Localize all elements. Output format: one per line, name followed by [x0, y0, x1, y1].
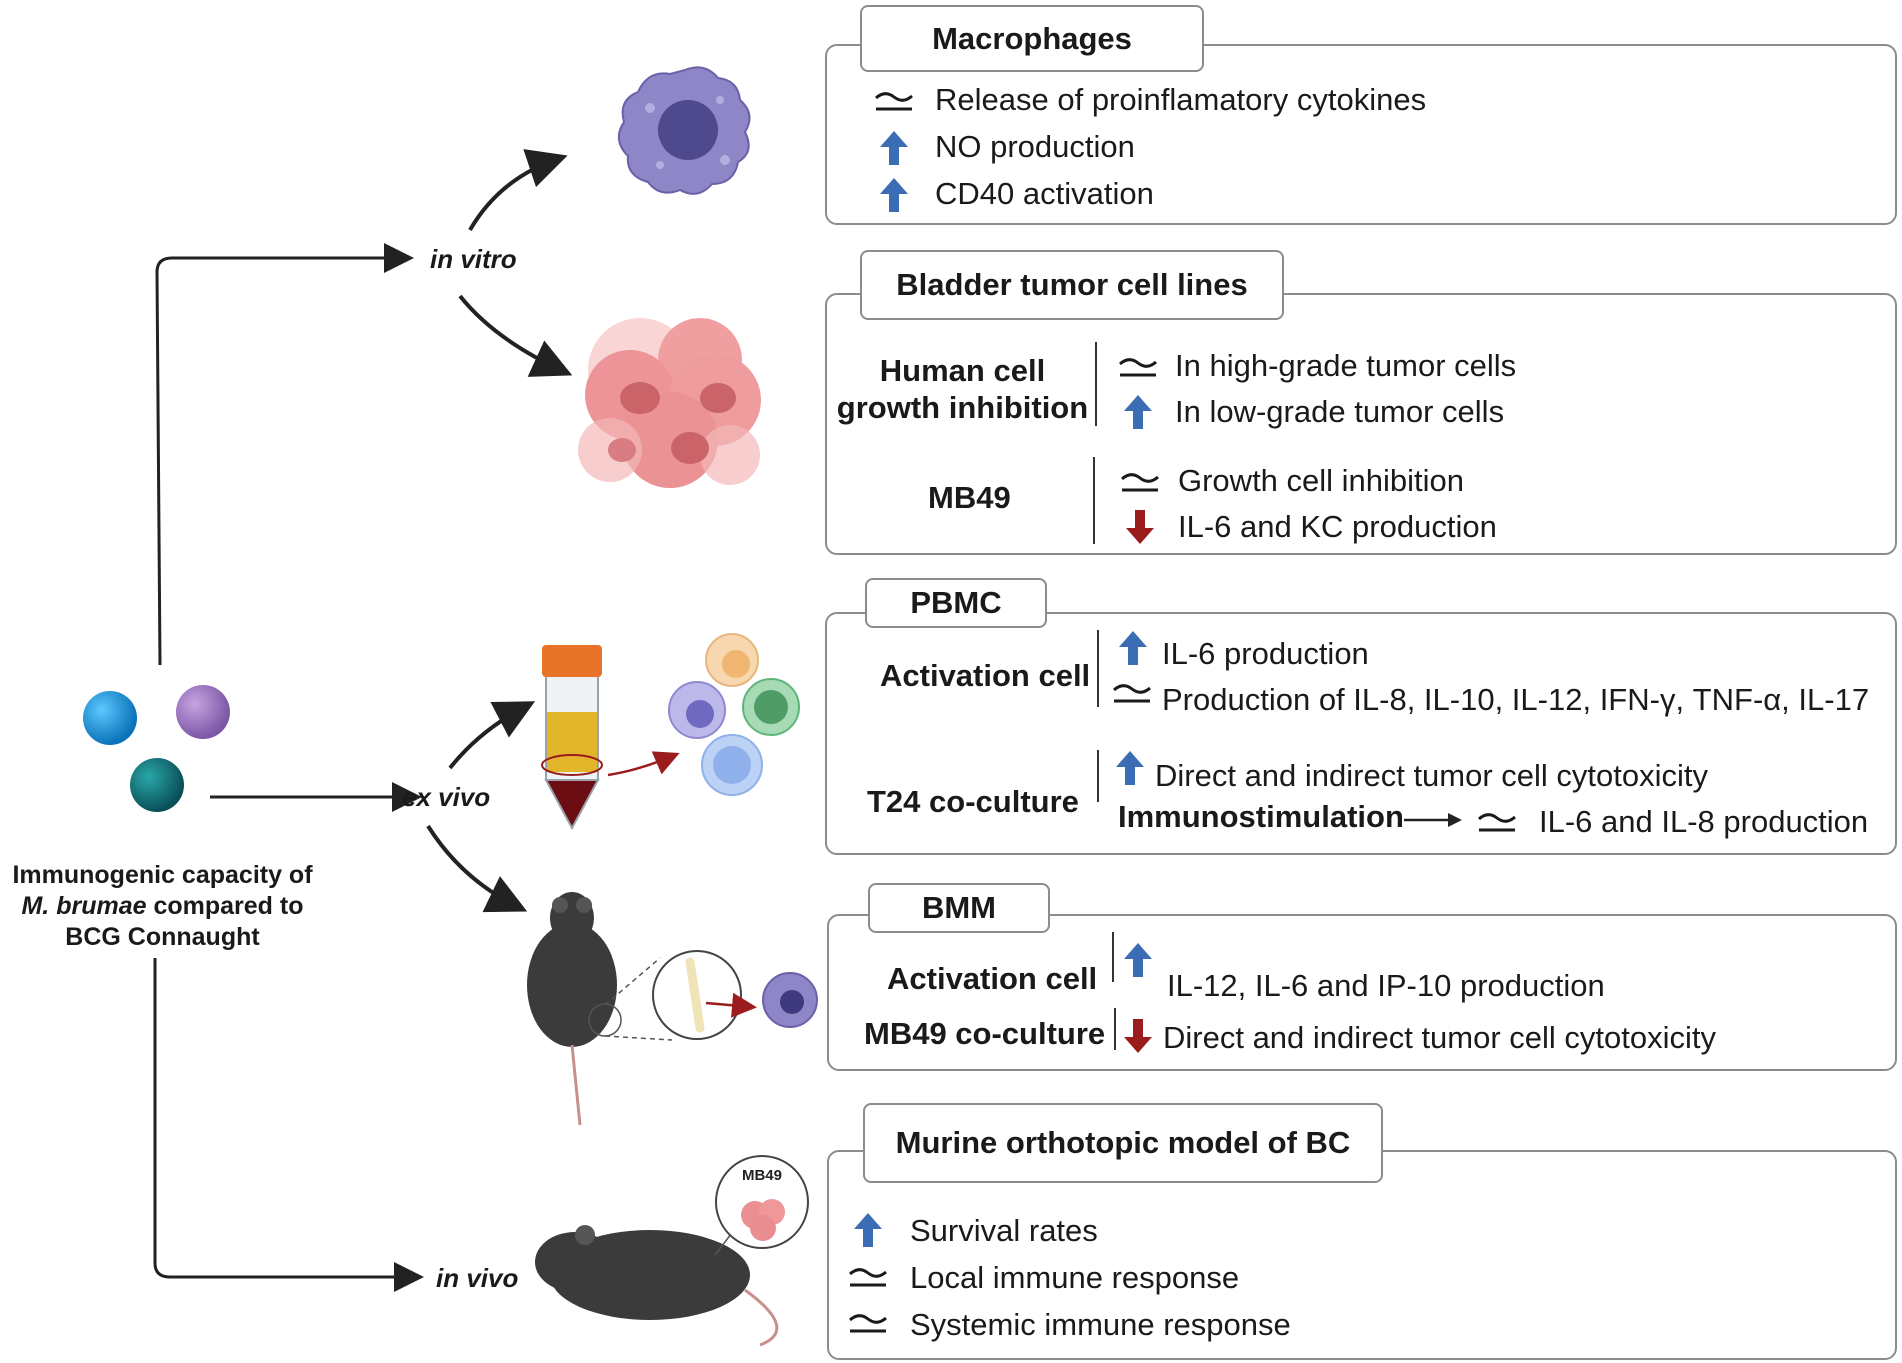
- approx-icon: [1112, 674, 1152, 714]
- bacteria-spheres: [83, 685, 230, 812]
- approx-icon: [1477, 803, 1517, 843]
- mouse-bmm-illustration: [527, 892, 818, 1126]
- approx-icon: [848, 1304, 888, 1344]
- tube-to-pbmc-arrow: [607, 751, 680, 777]
- bmm-panel: [827, 914, 1897, 1071]
- bladder-mb49-item-2: IL-6 and KC production: [1178, 509, 1497, 544]
- murine-item-1: Survival rates: [910, 1213, 1098, 1248]
- up-arrow-icon: [1113, 628, 1153, 668]
- line-to-in-vivo: [153, 958, 424, 1292]
- bladder-divider-2: [1093, 457, 1095, 544]
- arrow-to-blood-tube: [448, 701, 536, 770]
- pbmc-divider-2: [1097, 750, 1099, 802]
- species-name: M. brumae: [21, 892, 147, 920]
- approx-icon: [848, 1258, 888, 1298]
- source-label: Immunogenic capacity of M. brumae compar…: [0, 860, 325, 953]
- pbmc-t24-item-up: Direct and indirect tumor cell cytotoxic…: [1155, 758, 1709, 793]
- mouse-invivo-illustration: MB49: [535, 1155, 809, 1347]
- arrow-to-mouse: [426, 824, 528, 913]
- bladder-divider-1: [1095, 342, 1097, 426]
- pbmc-immunostimulation: Immunostimulation: [1118, 799, 1404, 834]
- approx-icon: [1120, 463, 1160, 503]
- bmm-title: BMM: [868, 883, 1050, 933]
- pbmc-title: PBMC: [865, 578, 1047, 628]
- route-in-vitro: in vitro: [430, 244, 517, 274]
- down-arrow-icon: [1118, 1016, 1158, 1056]
- approx-icon: [874, 82, 914, 122]
- bladder-panel: [825, 293, 1897, 555]
- murine-item-2: Local immune response: [910, 1260, 1240, 1295]
- arrow-to-tumor: [458, 294, 573, 377]
- tumor-cells-illustration: [578, 318, 761, 488]
- bacteria-purple-icon: [176, 685, 230, 739]
- route-ex-vivo: ex vivo: [402, 782, 491, 812]
- human-growth-label-line1: Human cell: [879, 353, 1046, 388]
- up-arrow-icon: [1118, 940, 1158, 980]
- bmm-activation-item: IL-12, IL-6 and IP-10 production: [1167, 968, 1605, 1003]
- bladder-title: Bladder tumor cell lines: [860, 250, 1284, 320]
- macrophages-item-2: NO production: [935, 129, 1135, 164]
- murine-title: Murine orthotopic model of BC: [863, 1103, 1383, 1183]
- pbmc-panel: [825, 612, 1897, 855]
- bmm-mb49-label: MB49 co-culture: [864, 1016, 1106, 1051]
- macrophages-item-1: Release of proinflamatory cytokines: [935, 82, 1427, 117]
- human-growth-label-line2: growth inhibition: [836, 390, 1089, 425]
- macrophage-illustration: [617, 66, 751, 195]
- bone-to-bmm-arrow: [705, 992, 757, 1018]
- pbmc-divider-1: [1097, 630, 1099, 707]
- macrophages-panel: [825, 44, 1897, 225]
- up-arrow-icon: [874, 128, 914, 168]
- route-in-vivo: in vivo: [436, 1263, 519, 1293]
- mb49-tag: MB49: [742, 1167, 782, 1184]
- bmm-activation-label: Activation cell: [887, 961, 1098, 996]
- bmm-divider-1: [1112, 932, 1114, 982]
- pbmc-t24-item-approx: IL-6 and IL-8 production: [1539, 804, 1869, 839]
- approx-icon: [1118, 348, 1158, 388]
- immunostimulation-arrow-icon: [1404, 813, 1462, 827]
- source-label-line3: BCG Connaught: [65, 923, 260, 951]
- flow-lines: [153, 149, 573, 1292]
- pbmc-cells-illustration: [668, 633, 800, 796]
- source-label-line2: M. brumae compared to: [0, 891, 325, 922]
- pbmc-activation-label: Activation cell: [880, 658, 1091, 693]
- up-arrow-icon: [1110, 748, 1150, 788]
- up-arrow-icon: [848, 1210, 888, 1250]
- up-arrow-icon: [874, 175, 914, 215]
- line-to-in-vitro: [155, 243, 414, 666]
- down-arrow-icon: [1120, 507, 1160, 547]
- bacteria-blue-icon: [83, 691, 137, 745]
- human-growth-label: Human cell growth inhibition: [835, 352, 1090, 426]
- bacteria-teal-icon: [130, 758, 184, 812]
- up-arrow-icon: [1118, 392, 1158, 432]
- macrophages-title: Macrophages: [860, 5, 1204, 72]
- murine-item-3: Systemic immune response: [910, 1307, 1291, 1342]
- source-label-line1: Immunogenic capacity of: [12, 861, 313, 889]
- bmm-divider-2: [1114, 1008, 1116, 1050]
- arrow-to-macrophage: [468, 149, 568, 232]
- pbmc-t24-label: T24 co-culture: [867, 784, 1079, 819]
- source-label-line2-rest: compared to: [146, 892, 304, 920]
- pbmc-activation-item-1: IL-6 production: [1162, 636, 1369, 671]
- bladder-mb49-item-1: Growth cell inhibition: [1178, 463, 1465, 498]
- bmm-mb49-item: Direct and indirect tumor cell cytotoxic…: [1163, 1020, 1717, 1055]
- pbmc-activation-item-2: Production of IL-8, IL-10, IL-12, IFN-γ,…: [1162, 682, 1870, 717]
- blood-tube-illustration: [541, 645, 680, 831]
- bladder-human-item-1: In high-grade tumor cells: [1175, 348, 1517, 383]
- bladder-human-item-2: In low-grade tumor cells: [1175, 394, 1505, 429]
- macrophages-item-3: CD40 activation: [935, 176, 1154, 211]
- mb49-label: MB49: [928, 480, 1011, 515]
